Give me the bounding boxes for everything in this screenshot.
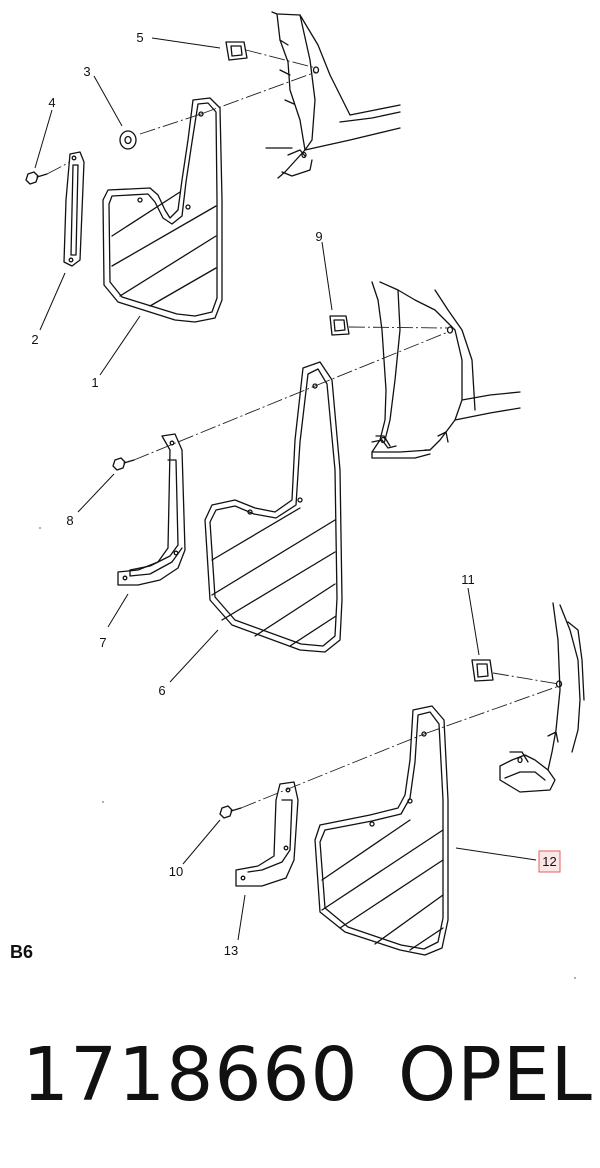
callout-8: 8 [66,513,73,528]
screw-4 [25,171,48,185]
callout-12-highlight [538,850,561,873]
bracket-13 [235,781,299,887]
mud-flap-6 [204,361,343,653]
callout-12: 12 [542,854,556,869]
leader-lines [34,37,537,941]
part-number: 1718660 [22,1032,359,1118]
callout-2: 2 [31,332,38,347]
washer-3 [119,130,137,150]
callout-1: 1 [91,375,98,390]
scan-dots [39,527,576,979]
callout-3: 3 [83,64,90,79]
brand-name: OPEL [398,1032,593,1118]
callout-10: 10 [169,864,183,879]
parts-diagram: 1 2 3 4 5 6 7 8 9 10 11 12 13 B6 [10,11,585,979]
bracket-2 [63,151,85,267]
assembly-lines [46,49,560,809]
mud-flap-1 [102,97,223,323]
callout-6: 6 [158,683,165,698]
clip-11 [471,659,494,682]
callout-13: 13 [224,943,238,958]
body-panel-bottom [499,602,585,793]
callout-4: 4 [48,95,55,110]
mud-flap-12 [314,705,449,956]
clip-5 [225,41,248,61]
bracket-7 [117,433,186,586]
callout-11: 11 [461,572,475,587]
body-panel-top [265,11,401,179]
callout-5: 5 [136,30,143,45]
screw-10 [219,805,242,819]
body-panel-middle [371,281,521,459]
section-label: B6 [10,942,33,962]
screw-8 [112,457,135,471]
footer: 1718660 OPEL [0,1025,600,1125]
callout-7: 7 [99,635,106,650]
callout-9: 9 [315,229,322,244]
callout-labels: 1 2 3 4 5 6 7 8 9 10 11 12 13 [31,30,556,958]
clip-9 [329,315,350,336]
